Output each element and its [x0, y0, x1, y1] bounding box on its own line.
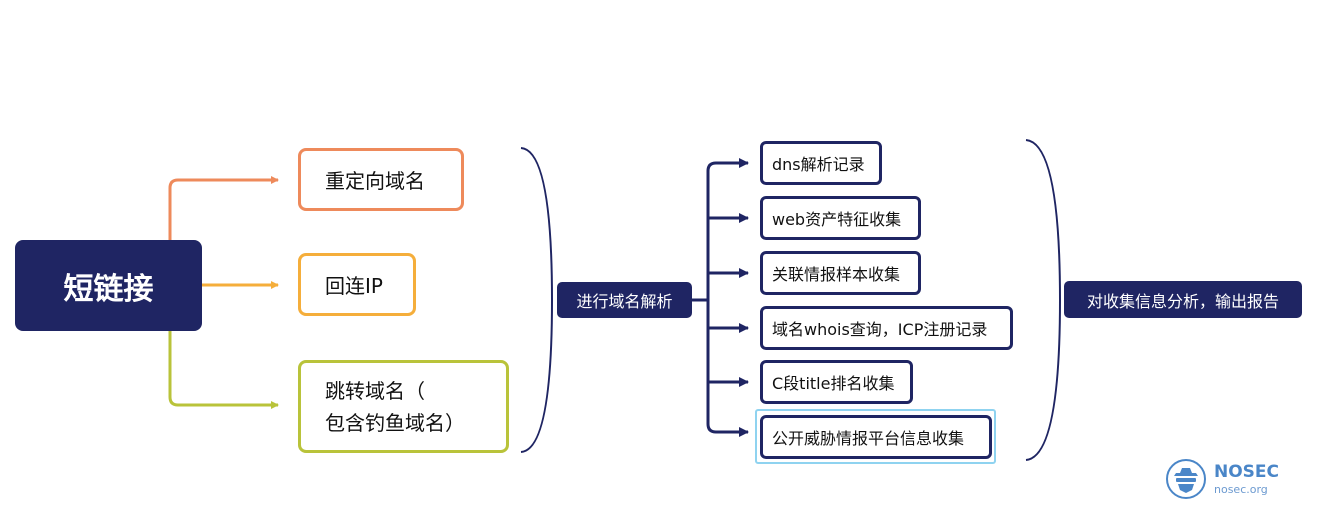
step-node-c-segment-title: C段title排名收集 [760, 360, 913, 404]
source-node-label: 重定向域名 [325, 169, 425, 193]
root-node-short-link: 短链接 [15, 240, 202, 331]
middle-node-domain-resolution: 进行域名解析 [557, 282, 692, 318]
logo-title: NOSEC [1214, 461, 1280, 482]
source-node-label-line2: 包含钓鱼域名） [325, 410, 465, 435]
step-node-whois-icp: 域名whois查询，ICP注册记录 [760, 306, 1013, 350]
step-node-public-threat-intel: 公开威胁情报平台信息收集 [760, 415, 992, 459]
connector-steps-spine [706, 161, 717, 434]
step-highlight-frame [755, 409, 996, 464]
nosec-logo: NOSEC nosec.org [1166, 457, 1296, 501]
source-node-redirect-domain: 重定向域名 [298, 148, 464, 211]
step-node-web-asset-features: web资产特征收集 [760, 196, 921, 240]
logo-subtitle: nosec.org [1214, 482, 1268, 496]
source-node-label: 回连IP [325, 274, 383, 298]
step-label: dns解析记录 [772, 155, 865, 174]
source-node-jump-domain: 跳转域名（ 包含钓鱼域名） [298, 360, 509, 453]
step-label: web资产特征收集 [772, 210, 902, 229]
source-node-callback-ip: 回连IP [298, 253, 416, 316]
output-node-analysis-report: 对收集信息分析，输出报告 [1064, 281, 1302, 318]
step-label: 公开威胁情报平台信息收集 [772, 429, 965, 448]
step-label: 域名whois查询，ICP注册记录 [772, 320, 988, 339]
connector-root-to-jump-domain [168, 331, 279, 409]
bracket-steps [1025, 139, 1062, 461]
connector-root-to-redirect-domain [168, 176, 279, 240]
step-label: 关联情报样本收集 [772, 265, 901, 284]
source-node-label-line1: 跳转域名（ [325, 378, 425, 403]
bracket-sources [520, 147, 554, 453]
step-node-related-intel-samples: 关联情报样本收集 [760, 251, 921, 295]
step-label: C段title排名收集 [772, 374, 895, 393]
step-node-dns-records: dns解析记录 [760, 141, 882, 185]
hat-shield-icon [1166, 459, 1206, 499]
